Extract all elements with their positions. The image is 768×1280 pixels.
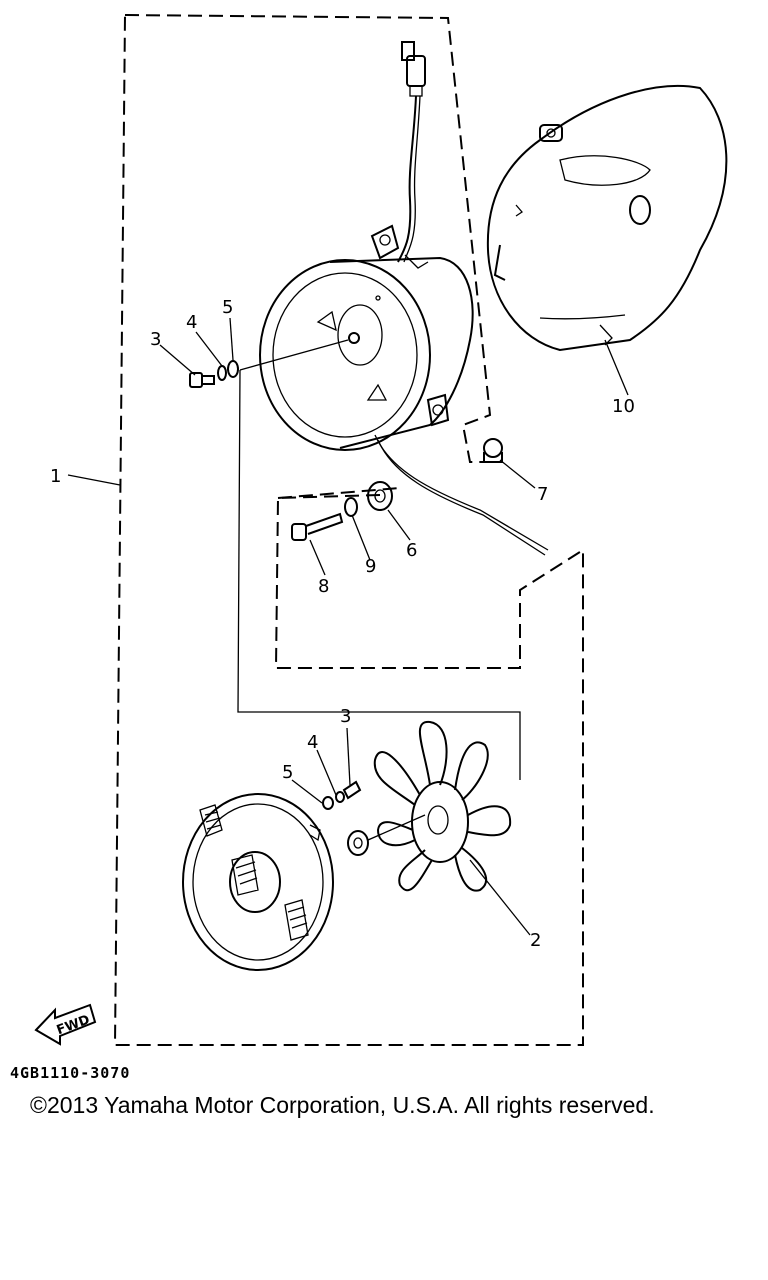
fan-motor-housing — [259, 224, 474, 451]
fwd-arrow-icon: FWD — [34, 1003, 97, 1046]
wire-routing — [374, 434, 549, 551]
leader-line-left — [237, 369, 521, 780]
copyright-notice: ©2013 Yamaha Motor Corporation, U.S.A. A… — [30, 1092, 655, 1118]
washer-9 — [344, 497, 358, 517]
shaft-line — [239, 339, 349, 371]
callout-4-upper: 4 — [186, 312, 197, 333]
callout-8: 8 — [318, 576, 329, 597]
bolt-8 — [291, 512, 344, 541]
callout-9: 9 — [365, 556, 376, 577]
grommet-6 — [367, 481, 393, 511]
callout-5-lower: 5 — [282, 762, 293, 783]
callout-4-lower: 4 — [307, 732, 318, 753]
diagram-part-code: 4GB1110-3070 — [10, 1064, 131, 1082]
exploded-parts-diagram: FWD 1 2 3 3 4 4 5 5 6 7 8 9 10 — [34, 14, 728, 1046]
lower-screw-set — [322, 780, 426, 856]
callout-6: 6 — [406, 540, 417, 561]
callout-3-lower: 3 — [340, 706, 351, 727]
callout-3-upper: 3 — [150, 329, 161, 350]
callout-5-upper: 5 — [222, 297, 233, 318]
callout-leaders — [67, 317, 629, 936]
connector-plug — [397, 41, 426, 263]
upper-screw-set — [189, 360, 239, 388]
callout-2: 2 — [530, 930, 541, 951]
callout-1: 1 — [50, 466, 61, 487]
fan-blade — [373, 720, 512, 892]
callout-7: 7 — [537, 484, 548, 505]
callout-10: 10 — [612, 396, 635, 417]
fan-guard — [182, 793, 334, 971]
assembly-boundary — [113, 14, 584, 1046]
bolt-7 — [483, 438, 503, 463]
fan-cover — [486, 85, 728, 352]
inner-boundary — [277, 487, 401, 499]
